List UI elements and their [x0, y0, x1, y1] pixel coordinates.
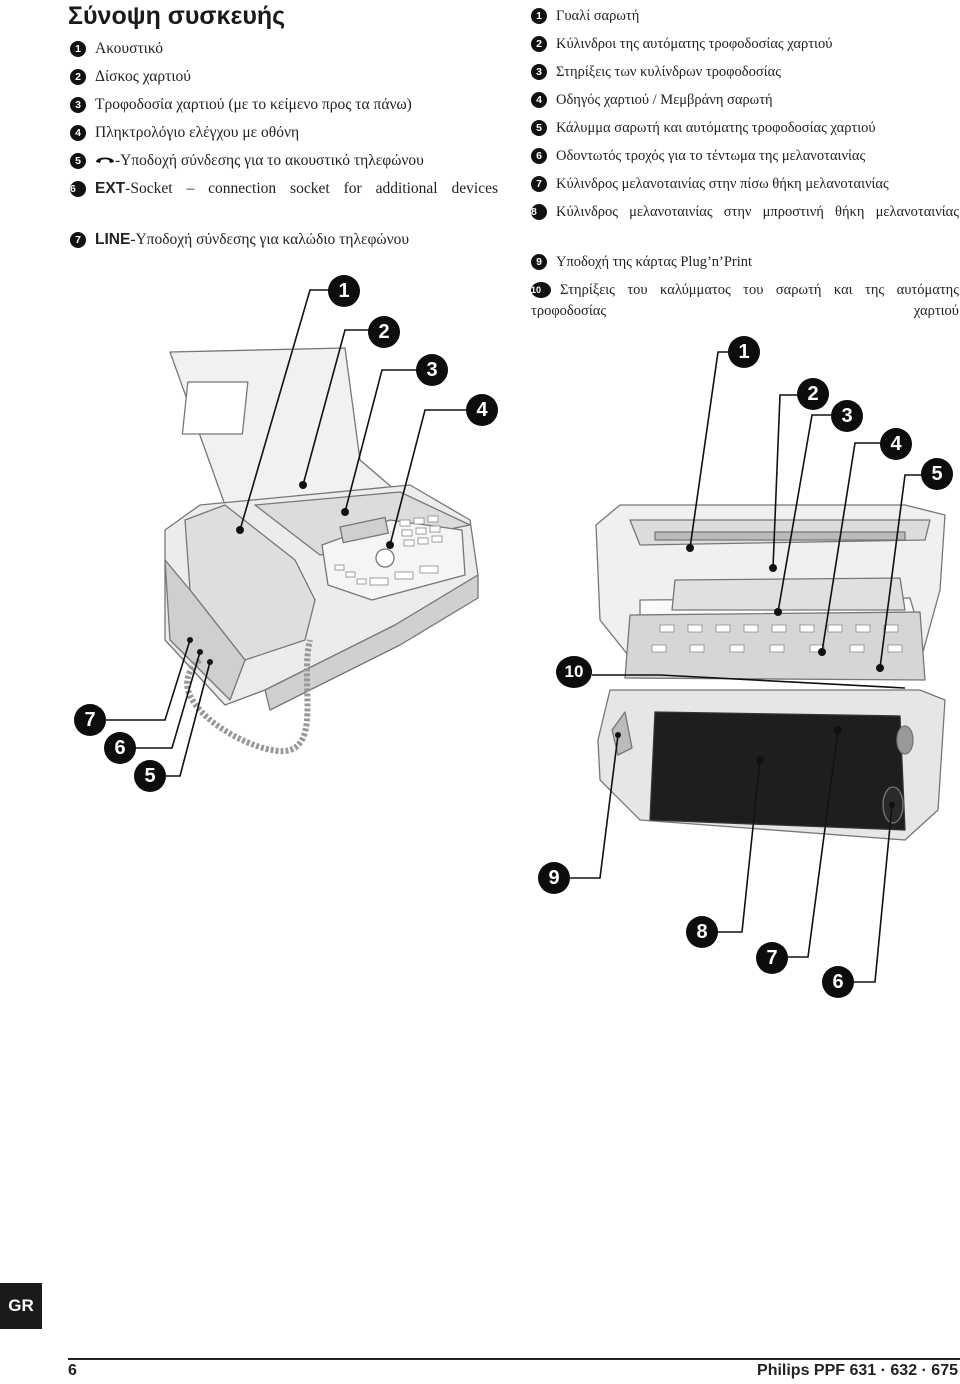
legend-item-paper-guide: 4 Οδηγός χαρτιού / Μεμβράνη σαρωτή: [531, 90, 959, 111]
legend-text: Γυαλί σαρωτή: [556, 8, 640, 24]
callout-3: 3: [831, 400, 863, 432]
callout-number: 7: [70, 232, 86, 248]
callout-number: 3: [70, 97, 86, 113]
legend-item-handset-socket: 5 -Υποδοχή σύνδεσης για το ακουστικό τηλε…: [70, 150, 498, 171]
callout-6: 6: [822, 966, 854, 998]
callout-1: 1: [328, 275, 360, 307]
legend-text: Πληκτρολόγιο ελέγχου με οθόνη: [95, 124, 300, 141]
legend-text: Κύλινδροι της αυτόματης τροφοδοσίας χαρτ…: [556, 36, 833, 52]
legend-item-gear-wheel: 6 Οδοντωτός τροχός για το τέντωμα της μελ…: [531, 146, 959, 167]
callout-2: 2: [368, 316, 400, 348]
callout-6: 6: [104, 732, 136, 764]
callout-number: 8: [531, 204, 547, 220]
legend-text: Υποδοχή της κάρτας Plug’n’Print: [556, 254, 753, 270]
callout-number: 6: [531, 148, 547, 164]
footer-model-name: Philips PPF 631 · 632 · 675: [757, 1362, 958, 1379]
callout-number: 5: [70, 153, 86, 169]
callout-5: 5: [921, 458, 953, 490]
page-number: 6: [68, 1362, 77, 1379]
footer-divider: [68, 1358, 960, 1360]
legend-item-line-socket: 7 LINE-Υποδοχή σύνδεσης για καλώδιο τηλεφ…: [70, 229, 498, 250]
callout-number: 2: [70, 69, 86, 85]
legend-text: -Υποδοχή σύνδεσης για καλώδιο τηλεφώνου: [130, 231, 410, 248]
legend-text: Οδοντωτός τροχός για το τέντωμα της μελα…: [556, 148, 866, 164]
callout-8: 8: [686, 916, 718, 948]
callout-number: 4: [70, 125, 86, 141]
callout-number: 10: [531, 282, 551, 298]
legend-text: -Υποδοχή σύνδεσης για το ακουστικό τηλεφ…: [115, 152, 424, 169]
callout-9: 9: [538, 862, 570, 894]
legend-item-paper-tray: 2 Δίσκος χαρτιού: [70, 66, 498, 87]
legend-item-paper-feed: 3 Τροφοδοσία χαρτιού (με το κείμενο προς …: [70, 94, 498, 115]
callout-3: 3: [416, 354, 448, 386]
legend-item-rear-ribbon-roller: 7 Κύλινδρος μελανοταινίας στην πίσω θήκη …: [531, 174, 959, 195]
legend-item-scanner-cover: 5 Κάλυμμα σαρωτή και αυτόματης τροφοδοσία…: [531, 118, 959, 139]
legend-text: Κάλυμμα σαρωτή και αυτόματης τροφοδοσίας…: [556, 120, 876, 136]
legend-text: Στηρίξεις του καλύμματος του σαρωτή και …: [531, 282, 959, 319]
legend-item-handset: 1 Ακουστικό: [70, 38, 498, 59]
legend-item-front-ribbon-roller: 8 Κύλινδρος μελανοταινίας στην μπροστινή …: [531, 202, 959, 223]
callout-number: 3: [531, 64, 547, 80]
legend-text: Δίσκος χαρτιού: [95, 68, 191, 85]
callout-number: 9: [531, 254, 547, 270]
callout-number: 7: [531, 176, 547, 192]
callout-7: 7: [756, 942, 788, 974]
callout-number: 1: [70, 41, 86, 57]
phone-receiver-icon: [96, 157, 114, 163]
language-tab: GR: [0, 1283, 42, 1329]
legend-item-feed-rollers: 2 Κύλινδροι της αυτόματης τροφοδοσίας χαρ…: [531, 34, 959, 55]
callout-1: 1: [728, 336, 760, 368]
legend-item-keypad: 4 Πληκτρολόγιο ελέγχου με οθόνη: [70, 122, 498, 143]
legend-bold-label: EXT: [95, 180, 126, 197]
legend-text: Στηρίξεις των κυλίνδρων τροφοδοσίας: [556, 64, 781, 80]
callout-number: 1: [531, 8, 547, 24]
legend-item-scanner-glass: 1 Γυαλί σαρωτή: [531, 6, 959, 27]
legend-text: Οδηγός χαρτιού / Μεμβράνη σαρωτή: [556, 92, 773, 108]
legend-text: Κύλινδρος μελανοταινίας στην μπροστινή θ…: [556, 204, 959, 220]
legend-text: Ακουστικό: [95, 40, 164, 57]
legend-item-plugnprint-slot: 9 Υποδοχή της κάρτας Plug’n’Print: [531, 252, 959, 273]
legend-text: Κύλινδρος μελανοταινίας στην πίσω θήκη μ…: [556, 176, 889, 192]
callout-number: 6: [70, 181, 86, 197]
callout-number: 2: [531, 36, 547, 52]
callout-4: 4: [466, 394, 498, 426]
callout-7: 7: [74, 704, 106, 736]
callout-5: 5: [134, 760, 166, 792]
callout-number: 5: [531, 120, 547, 136]
legend-text: Τροφοδοσία χαρτιού (με το κείμενο προς τ…: [95, 96, 412, 113]
callout-number: 4: [531, 92, 547, 108]
legend-item-roller-holders: 3 Στηρίξεις των κυλίνδρων τροφοδοσίας: [531, 62, 959, 83]
legend-item-ext-socket: 6 EXT-Socket – connection socket for addi…: [70, 178, 498, 199]
legend-bold-label: LINE: [95, 231, 131, 248]
legend-text: -Socket – connection socket for addition…: [125, 180, 498, 197]
callout-2: 2: [797, 378, 829, 410]
callout-10: 10: [556, 656, 592, 688]
page-title: Σύνοψη συσκευής: [68, 2, 286, 30]
callout-4: 4: [880, 428, 912, 460]
